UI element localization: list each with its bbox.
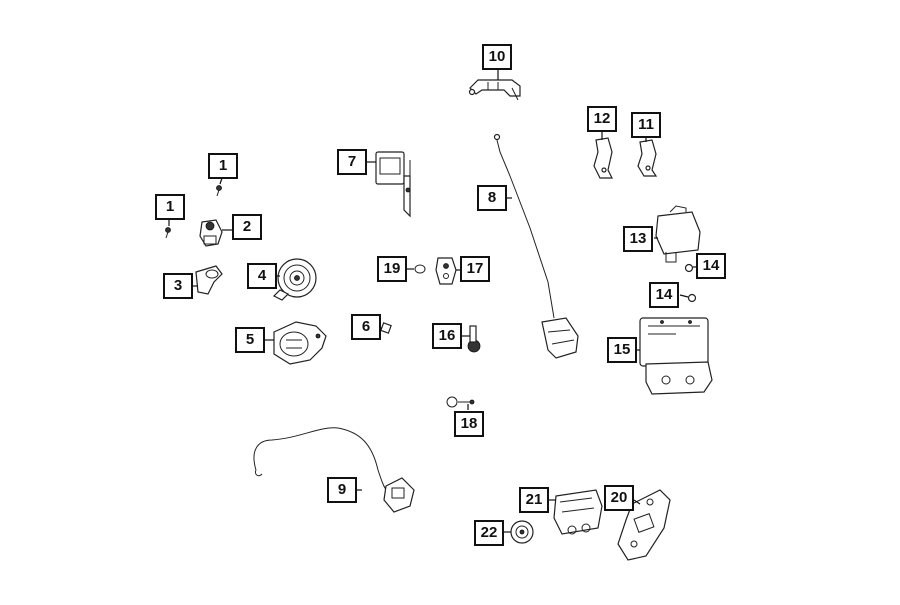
callout-number: 20 — [610, 489, 628, 506]
callout-number: 3 — [173, 277, 183, 294]
part-4-siren[interactable] — [272, 258, 317, 301]
callout-15[interactable]: 15 — [607, 337, 637, 363]
callout-number: 4 — [257, 267, 267, 284]
part-16-key[interactable] — [467, 325, 481, 353]
part-17-key-fob[interactable] — [435, 257, 457, 285]
callout-5[interactable]: 5 — [235, 327, 265, 353]
callout-2[interactable]: 2 — [232, 214, 262, 240]
part-1-screw-upper[interactable] — [216, 185, 222, 197]
callout-16[interactable]: 16 — [432, 323, 462, 349]
part-5-module[interactable] — [273, 321, 327, 365]
callout-22[interactable]: 22 — [474, 520, 504, 546]
callout-number: 11 — [638, 116, 654, 133]
callout-21[interactable]: 21 — [519, 487, 549, 513]
callout-13[interactable]: 13 — [623, 226, 653, 252]
part-2-sensor[interactable] — [199, 219, 223, 247]
part-11-bracket[interactable] — [637, 139, 658, 177]
callout-19[interactable]: 19 — [377, 256, 407, 282]
callout-14[interactable]: 14 — [649, 282, 679, 308]
part-6-nut[interactable] — [380, 322, 392, 334]
callout-7[interactable]: 7 — [337, 149, 367, 175]
callout-18[interactable]: 18 — [454, 411, 484, 437]
callout-12[interactable]: 12 — [587, 106, 617, 132]
callout-number: 12 — [593, 110, 611, 127]
callout-number: 2 — [242, 218, 252, 235]
callout-6[interactable]: 6 — [351, 314, 381, 340]
callout-10[interactable]: 10 — [482, 44, 512, 70]
part-12-bracket[interactable] — [593, 137, 613, 179]
callout-number: 14 — [655, 286, 673, 303]
callout-number: 15 — [613, 341, 631, 358]
callout-number: 9 — [337, 481, 347, 498]
callout-14[interactable]: 14 — [696, 253, 726, 279]
callout-number: 21 — [525, 491, 543, 508]
callout-8[interactable]: 8 — [477, 185, 507, 211]
callout-number: 22 — [480, 524, 498, 541]
callout-number: 19 — [383, 260, 401, 277]
part-8-antenna-cable[interactable] — [493, 133, 579, 359]
callout-17[interactable]: 17 — [460, 256, 490, 282]
part-13-module[interactable] — [655, 205, 701, 263]
callout-1[interactable]: 1 — [208, 153, 238, 179]
callout-number: 7 — [347, 153, 357, 170]
callout-number: 1 — [218, 157, 228, 174]
part-21-module[interactable] — [553, 489, 603, 535]
part-1-screw-lower[interactable] — [165, 227, 171, 239]
part-19-o-ring[interactable] — [414, 264, 426, 274]
callout-number: 10 — [488, 48, 506, 65]
callout-number: 5 — [245, 331, 255, 348]
callout-9[interactable]: 9 — [327, 477, 357, 503]
callout-number: 14 — [702, 257, 720, 274]
callout-11[interactable]: 11 — [631, 112, 661, 138]
callout-number: 16 — [438, 327, 456, 344]
part-9-wire-harness[interactable] — [253, 427, 415, 513]
part-18-key-ring[interactable] — [446, 396, 475, 408]
part-22-sensor[interactable] — [510, 520, 534, 544]
callout-1[interactable]: 1 — [155, 194, 185, 220]
callout-number: 8 — [487, 189, 497, 206]
callout-number: 1 — [165, 198, 175, 215]
callout-number: 13 — [629, 230, 647, 247]
part-3-bracket[interactable] — [195, 265, 223, 295]
callout-number: 18 — [460, 415, 478, 432]
callout-20[interactable]: 20 — [604, 485, 634, 511]
part-14-nut-upper[interactable] — [684, 263, 694, 273]
part-7-module[interactable] — [375, 151, 411, 218]
callout-3[interactable]: 3 — [163, 273, 193, 299]
part-14-nut-lower[interactable] — [687, 293, 697, 303]
callout-number: 6 — [361, 318, 371, 335]
callout-number: 17 — [466, 260, 484, 277]
callout-4[interactable]: 4 — [247, 263, 277, 289]
part-15-control-module[interactable] — [639, 317, 713, 395]
part-10-bracket[interactable] — [468, 79, 521, 101]
